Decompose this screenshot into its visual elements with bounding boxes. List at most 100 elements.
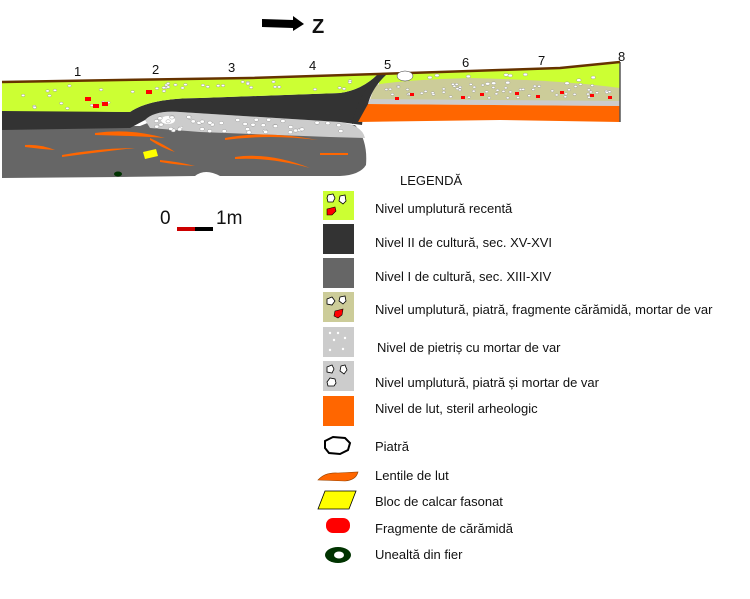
stone bbox=[166, 85, 171, 89]
legend-label: Nivel umplutură recentă bbox=[375, 201, 513, 216]
clay-lens bbox=[95, 131, 165, 138]
stone-icon bbox=[326, 193, 347, 205]
brick-fragment bbox=[480, 93, 484, 96]
legend: LEGENDĂ Nivel umplutură recentă Nivel II… bbox=[317, 173, 713, 563]
clay-lens bbox=[320, 153, 348, 155]
brick-icon bbox=[333, 308, 344, 319]
stone bbox=[190, 119, 196, 124]
brick-fragment bbox=[461, 96, 465, 99]
swatch-gravel-mortar bbox=[323, 327, 354, 357]
brick-fragments bbox=[85, 90, 612, 108]
stone bbox=[299, 127, 305, 132]
stone bbox=[384, 88, 389, 91]
brick-fragment bbox=[102, 102, 108, 106]
north-label: Z bbox=[312, 16, 324, 38]
stone bbox=[293, 128, 299, 133]
clay-lens-icon bbox=[317, 471, 359, 482]
stone bbox=[452, 84, 457, 88]
stone bbox=[253, 117, 259, 122]
stone bbox=[221, 84, 226, 87]
legend-label: Lentile de lut bbox=[375, 468, 449, 483]
stone bbox=[325, 121, 331, 126]
gravel-dots bbox=[328, 331, 347, 352]
legend-label: Unealtă din fier bbox=[375, 547, 463, 562]
brick-fragment bbox=[536, 95, 540, 98]
stone bbox=[52, 88, 57, 92]
brick-fragment bbox=[410, 93, 414, 96]
stone bbox=[249, 86, 254, 89]
stone bbox=[467, 95, 471, 99]
stone bbox=[572, 93, 577, 96]
stone bbox=[337, 86, 342, 90]
stone bbox=[503, 86, 508, 90]
stones-scatter bbox=[21, 72, 612, 135]
stone bbox=[32, 106, 37, 109]
stone bbox=[419, 91, 424, 95]
legend-label: Nivel umplutură, piatră și mortar de var bbox=[375, 375, 600, 390]
swatch-level-2 bbox=[323, 224, 354, 254]
stone bbox=[180, 86, 185, 90]
stone bbox=[507, 73, 513, 78]
stone bbox=[423, 90, 428, 93]
stone bbox=[564, 81, 570, 85]
stone bbox=[47, 94, 52, 98]
stone bbox=[242, 122, 248, 126]
layer-gravel-mortar bbox=[368, 99, 620, 106]
stone bbox=[161, 86, 166, 90]
stone bbox=[405, 88, 410, 91]
stone bbox=[158, 122, 164, 127]
marker-8: 8 bbox=[618, 49, 625, 64]
stone bbox=[260, 123, 266, 127]
stone bbox=[495, 88, 500, 92]
profile-markers: 1 2 3 4 5 6 7 8 bbox=[74, 49, 625, 79]
stone-icon bbox=[326, 295, 347, 306]
stone bbox=[454, 83, 459, 86]
stone bbox=[99, 88, 104, 92]
scale-red-segment bbox=[177, 227, 195, 231]
stone bbox=[21, 94, 26, 97]
brick-fragment bbox=[93, 104, 99, 108]
brick-fragment bbox=[395, 97, 399, 100]
stone-symbol-icon bbox=[324, 435, 352, 456]
stone bbox=[472, 85, 477, 89]
stone bbox=[313, 87, 318, 91]
brick-fragment bbox=[146, 90, 152, 94]
stone bbox=[527, 94, 531, 97]
stone bbox=[245, 127, 250, 131]
stone bbox=[186, 115, 192, 119]
stone bbox=[501, 90, 506, 93]
stone bbox=[218, 121, 224, 125]
stone bbox=[590, 84, 595, 87]
north-arrow: Z bbox=[262, 16, 324, 38]
stone bbox=[216, 84, 221, 88]
clay-lens bbox=[235, 155, 310, 168]
layer-clay-sterile bbox=[358, 104, 620, 122]
marker-4: 4 bbox=[309, 58, 316, 73]
stone bbox=[480, 83, 485, 87]
scale-end: 1m bbox=[216, 208, 242, 229]
stone bbox=[207, 129, 213, 133]
scale-start: 0 bbox=[160, 208, 171, 229]
clay-lens bbox=[160, 160, 195, 166]
stone bbox=[491, 81, 497, 85]
brick-icon bbox=[326, 206, 337, 216]
clay-lens bbox=[225, 134, 318, 140]
clay-lenses bbox=[25, 131, 348, 168]
brick-fragment bbox=[608, 96, 612, 99]
stone bbox=[458, 85, 462, 89]
scale-black-segment bbox=[195, 227, 213, 231]
stone bbox=[505, 81, 511, 85]
stone bbox=[508, 90, 513, 94]
stone bbox=[245, 82, 250, 86]
stone bbox=[554, 93, 559, 97]
stone bbox=[205, 85, 210, 89]
arrow-icon bbox=[262, 16, 304, 31]
stone bbox=[537, 85, 541, 88]
iron-tool bbox=[114, 171, 122, 177]
stone bbox=[522, 72, 528, 77]
stone bbox=[314, 120, 320, 125]
stone bbox=[207, 120, 213, 125]
stone bbox=[173, 83, 178, 87]
stone bbox=[550, 89, 555, 93]
legend-label: Bloc de calcar fasonat bbox=[375, 494, 503, 509]
